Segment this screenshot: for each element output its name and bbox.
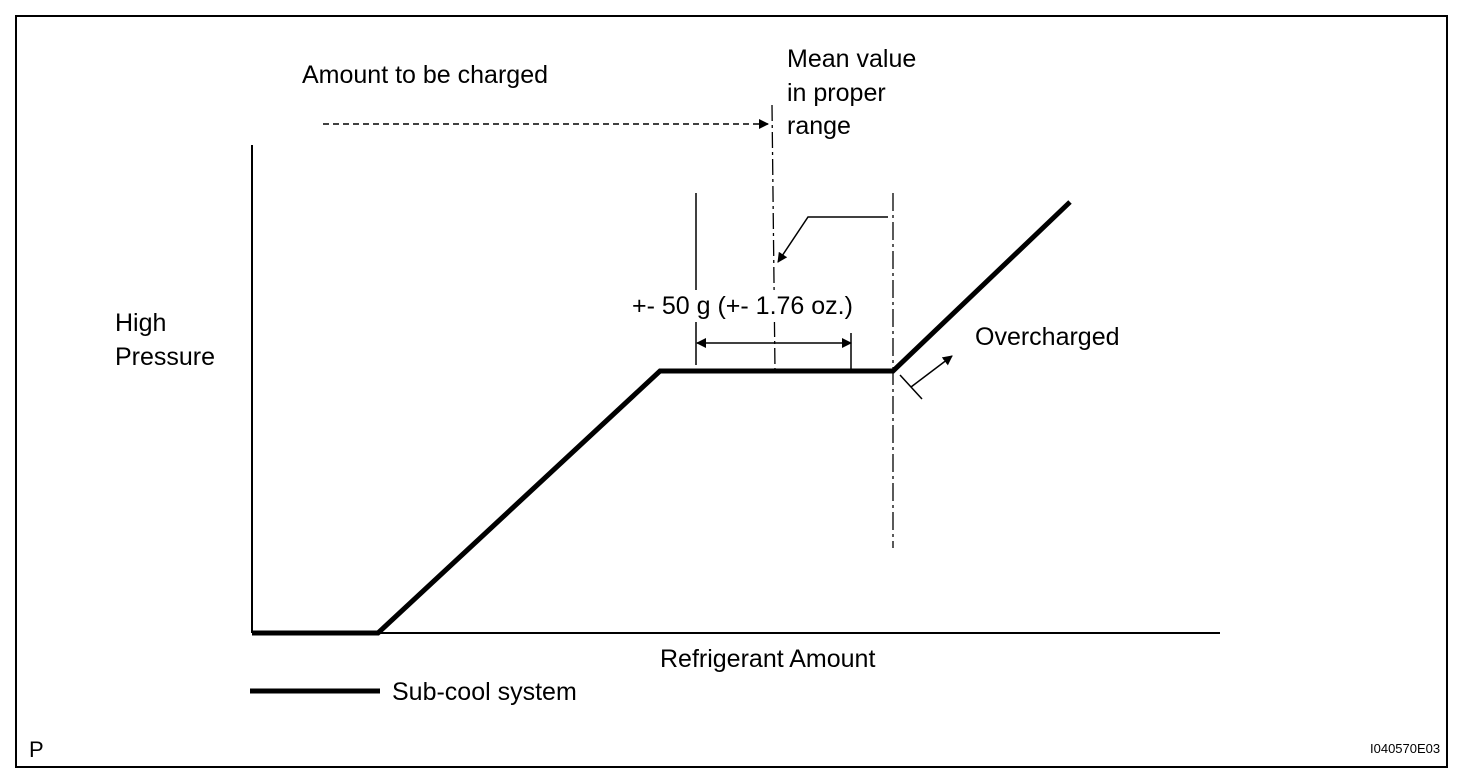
mean-value-leader-arrow	[777, 216, 888, 263]
y-axis-label-line-2: Pressure	[115, 343, 216, 371]
x-axis-label: Refrigerant Amount	[660, 645, 876, 673]
mean-value-label-line-2: in proper	[787, 79, 886, 107]
overcharged-label: Overcharged	[975, 323, 1120, 351]
amount-to-be-charged-label: Amount to be charged	[302, 61, 548, 89]
diagram-frame	[15, 15, 1448, 768]
tolerance-label: +- 50 g (+- 1.76 oz.)	[630, 290, 855, 322]
mean-value-label-line-1: Mean value	[787, 45, 917, 73]
mean-value-line	[771, 104, 776, 372]
figure-code-label: I040570E03	[1370, 741, 1441, 756]
sub-cool-curve	[252, 200, 1072, 636]
legend-sub-cool-label: Sub-cool system	[392, 678, 577, 706]
corner-p-label: P	[29, 737, 44, 762]
y-axis-label-line-1: High	[115, 309, 167, 337]
overcharged-arrow	[910, 355, 953, 388]
mean-value-label-line-3: range	[787, 112, 851, 140]
